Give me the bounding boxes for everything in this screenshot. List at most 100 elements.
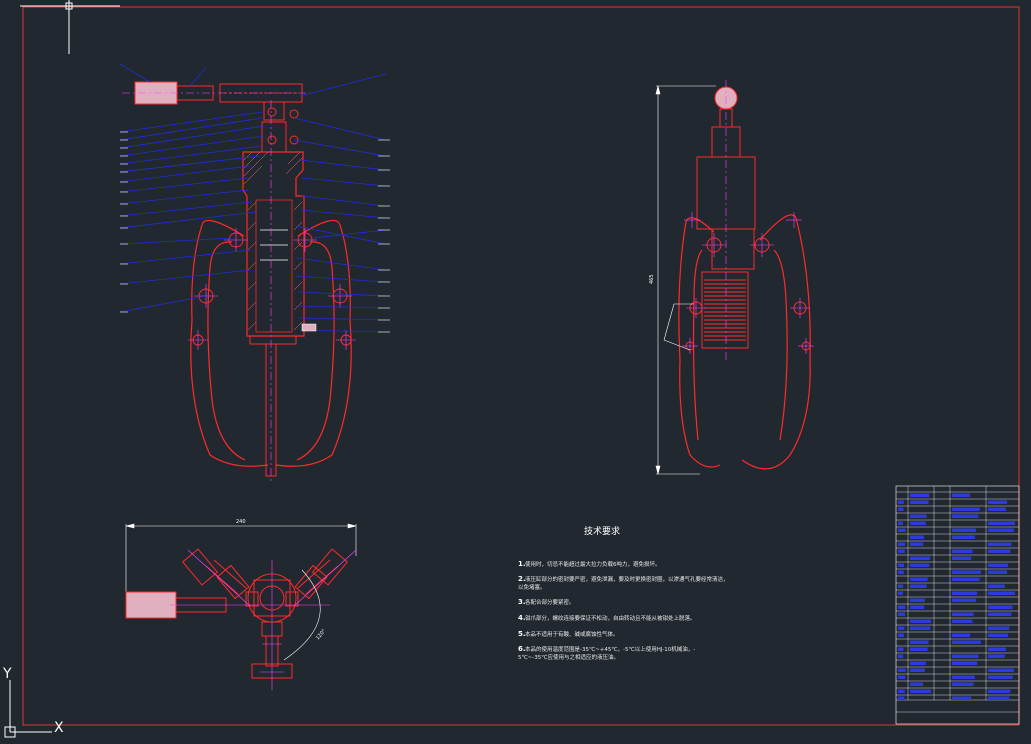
parts-list-cell-text [910, 535, 925, 539]
req-3-num: 3. [518, 598, 526, 606]
parts-list-cell-text [898, 647, 904, 651]
parts-list-cell-text [988, 521, 1015, 525]
parts-list-cell-text [910, 521, 926, 525]
ucs-y-label: Y [2, 666, 12, 682]
parts-list-cell-text [898, 612, 906, 616]
parts-list-cell-text [988, 584, 1005, 588]
front-section-view[interactable] [119, 63, 390, 482]
parts-list-cell-text [898, 591, 903, 595]
parts-list-cell-text [952, 696, 972, 700]
parts-list-cell-text [898, 605, 906, 609]
req-2-num: 2. [518, 575, 526, 583]
drawing-border [22, 6, 1020, 726]
parts-list-cell-text [952, 535, 975, 539]
parts-list-cell-text [910, 584, 927, 588]
parts-list-cell-text [898, 696, 905, 700]
parts-list-cell-text [898, 507, 904, 511]
parts-list-cell-text [988, 675, 1013, 679]
parts-list-cell-text [988, 633, 1009, 637]
parts-list-cell-text [910, 563, 930, 567]
parts-list-cell-text [910, 493, 930, 497]
parts-list-cell-text [952, 654, 979, 658]
top-view[interactable]: 240 120° [125, 519, 357, 690]
req-5-text: 本品不适用于有酸、碱或腐蚀性气体。 [525, 630, 619, 638]
req-4-num: 4. [518, 614, 526, 622]
parts-list-cell-text [898, 528, 906, 532]
parts-list-cell-text [898, 549, 905, 553]
ucs-icon [4, 680, 52, 738]
height-dimension-label: 465 [649, 274, 655, 284]
parts-list-cell-text [910, 682, 924, 686]
parts-list-cell-text [952, 612, 974, 616]
parts-list-cell-text [910, 514, 927, 518]
tech-requirements-title: 技术要求 [584, 525, 620, 537]
parts-list-cell-text [898, 689, 905, 693]
title-block[interactable] [895, 485, 1020, 725]
parts-list-cell-text [910, 577, 928, 581]
top-width-dimension-label: 240 [236, 519, 246, 525]
parts-list-cell-text [898, 584, 904, 588]
req-6-num: 6. [518, 645, 526, 653]
parts-list-cell-text [898, 521, 903, 525]
top-handle-grip [125, 591, 177, 619]
parts-list-cell-text [910, 661, 926, 665]
parts-list-cell-text [910, 647, 928, 651]
parts-list-cell-text [910, 556, 931, 560]
ucs-x-label: X [54, 720, 64, 736]
parts-list-cell-text [988, 696, 1010, 700]
parts-list-cell-text [988, 647, 1006, 651]
parts-list-cell-text [910, 605, 925, 609]
parts-list-cell-text [988, 654, 1005, 658]
parts-list-cell-text [898, 626, 905, 630]
parts-list-cell-text [988, 626, 1010, 630]
req-2-text: 液压缸部分的密封要严密，避免泄漏，要及时更换密封圈，以渗通气孔要经常清洁， [525, 575, 729, 583]
parts-list-cell-text [952, 570, 981, 574]
parts-list-cell-text [910, 542, 924, 546]
parts-list-cell-text [952, 675, 975, 679]
parts-list-cell-text [952, 514, 979, 518]
parts-list-cell-text [910, 640, 929, 644]
crosshair-cursor [20, 0, 120, 54]
parts-list-cell-text [988, 507, 1006, 511]
parts-list-cell-text [952, 507, 980, 511]
parts-list-cell-text [988, 570, 1008, 574]
parts-list-cell-text [988, 689, 1011, 693]
parts-list-cell-text [910, 689, 932, 693]
req-1-num: 1. [518, 560, 526, 568]
parts-list-cell-text [952, 619, 973, 623]
tech-requirements: 技术要求 1. 使用时，切忌不能超过最大拉力负载6吨力，避免损坏。 2. 液压缸… [518, 525, 729, 661]
parts-list-cell-text [952, 549, 973, 553]
side-view[interactable]: 465 [649, 80, 814, 475]
parts-list-cell-text [988, 549, 1011, 553]
parts-list-cell-text [988, 668, 1014, 672]
parts-list-cell-text [952, 682, 974, 686]
parts-list-cell-text [952, 528, 976, 532]
parts-list-cell-text [898, 542, 906, 546]
parts-list-cell-text [910, 619, 932, 623]
req-3-text: 各配合部分要紧密。 [525, 598, 575, 606]
parts-list-cell-text [952, 556, 972, 560]
req-6-text-cont: 5℃~-35℃应使用与之相适应的液压油。 [518, 653, 619, 661]
parts-list-cell-text [898, 654, 904, 658]
parts-list-cell-text [988, 563, 1009, 567]
parts-list-cell-text [988, 605, 1013, 609]
parts-list-cell-text [988, 591, 1015, 595]
req-4-text: 钳爪部分，螺纹连接要保证不松动，自由转动且不能从被钳处上脱落。 [525, 614, 696, 622]
parts-list-cell-text [898, 633, 905, 637]
parts-list-cell-text [952, 661, 978, 665]
parts-list-cell-text [910, 668, 925, 672]
parts-list-cell-text [898, 570, 904, 574]
parts-list-cell-text [988, 528, 1014, 532]
angle-arc [283, 569, 321, 661]
parts-list-cell-text [910, 500, 929, 504]
parts-list-cell-text [952, 577, 980, 581]
parts-list-cell-text [988, 500, 1008, 504]
parts-list-cell-text [952, 633, 970, 637]
req-2-text-cont: 以免堵塞。 [518, 583, 546, 591]
parts-list-cell-text [910, 598, 925, 602]
req-1-text: 使用时，切忌不能超过最大拉力负载6吨力，避免损坏。 [525, 560, 661, 568]
parts-list-cell-text [952, 591, 978, 595]
parts-list-cell-text [988, 542, 1012, 546]
parts-list-cell-text [898, 675, 906, 679]
